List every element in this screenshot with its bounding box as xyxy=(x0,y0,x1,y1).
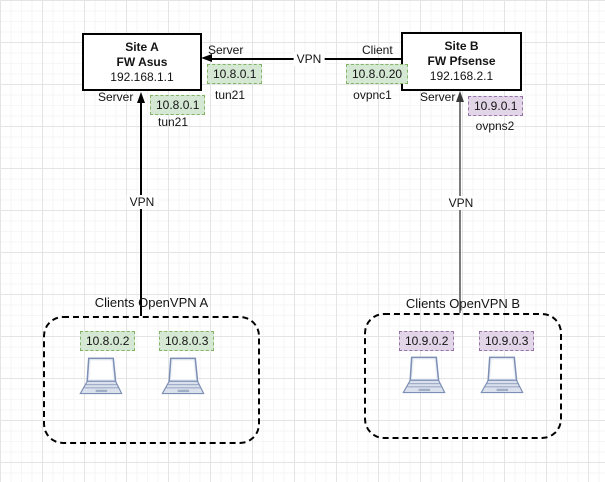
site-b-firewall-model: FW Pfsense xyxy=(427,54,496,68)
site-a-firewall-node: Site A FW Asus 192.168.1.1 xyxy=(82,33,202,91)
site-link-server-interface-label: tun21 xyxy=(214,88,246,102)
client-a1-ip-badge: 10.8.0.2 xyxy=(80,331,136,351)
site-link-client-role-label: Client xyxy=(362,43,393,57)
site-a-lan-ip: 192.168.1.1 xyxy=(110,69,174,84)
site-a-server-role-label: Server xyxy=(98,90,134,104)
site-b-server-role-label: Server xyxy=(420,90,456,104)
site-b-server-interface-label: ovpns2 xyxy=(475,119,515,133)
client-a2-ip-badge: 10.8.0.3 xyxy=(159,331,215,351)
site-b-firewall-node: Site B FW Pfsense 192.168.2.1 xyxy=(401,32,522,91)
client-b1-ip-badge: 10.9.0.2 xyxy=(399,331,455,351)
laptop-icon xyxy=(161,357,205,395)
clients-b-group xyxy=(364,313,562,439)
client-b2-ip-badge: 10.9.0.3 xyxy=(479,331,535,351)
laptop-icon xyxy=(402,356,446,394)
site-a-server-ip-badge: 10.8.0.1 xyxy=(150,95,206,115)
arrowhead-up-a-icon xyxy=(137,92,145,103)
laptop-icon xyxy=(480,356,524,394)
site-link-server-role-label: Server xyxy=(208,43,244,57)
site-a-server-interface-label: tun21 xyxy=(157,115,189,129)
site-b-server-ip-badge: 10.9.0.1 xyxy=(468,96,524,116)
clients-b-vpn-label: VPN xyxy=(445,196,477,210)
site-b-name: Site B xyxy=(444,39,479,53)
site-a-firewall-model: FW Asus xyxy=(116,54,168,69)
site-b-lan-ip: 192.168.2.1 xyxy=(429,69,494,83)
clients-a-vpn-label: VPN xyxy=(126,195,158,209)
site-link-vpn-label: VPN xyxy=(293,52,325,66)
site-link-client-ip-badge: 10.8.0.20 xyxy=(346,64,409,84)
arrowhead-left-icon xyxy=(201,53,212,62)
clients-b-group-title: Clients OpenVPN B xyxy=(405,296,521,311)
clients-a-group xyxy=(43,316,260,444)
site-a-name: Site A xyxy=(125,39,159,54)
arrowhead-up-b-icon xyxy=(456,91,464,102)
site-link-server-ip-badge: 10.8.0.1 xyxy=(207,64,263,84)
site-link-client-interface-label: ovpnc1 xyxy=(353,88,392,102)
clients-a-vpn-line xyxy=(140,102,142,316)
laptop-icon xyxy=(79,357,123,395)
clients-a-group-title: Clients OpenVPN A xyxy=(94,295,209,310)
